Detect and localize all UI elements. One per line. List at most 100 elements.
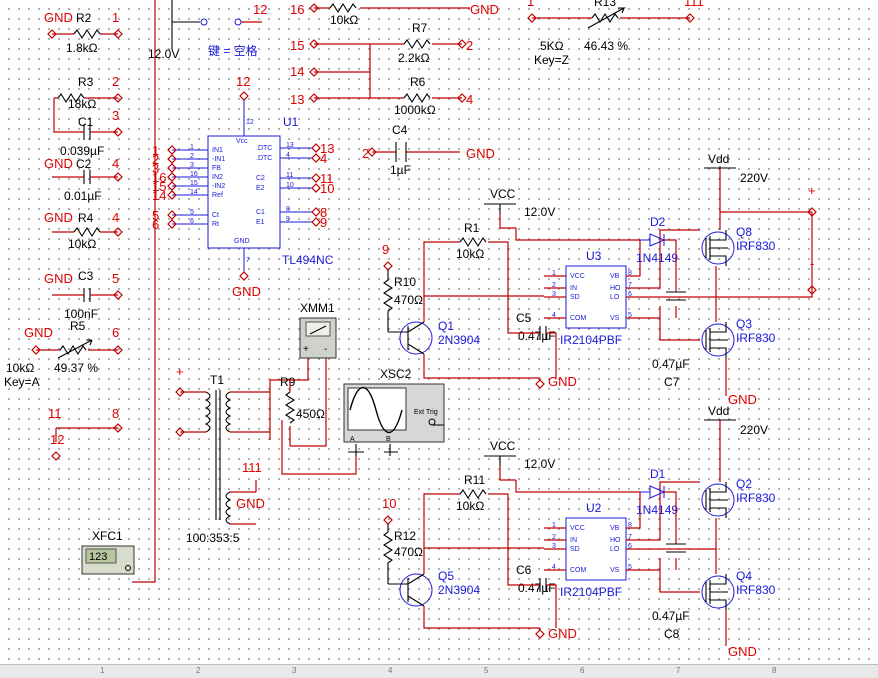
gnd-label: GND (236, 496, 265, 511)
node-1: 1 (112, 10, 119, 25)
t1-transformer[interactable]: + T1 111 GND 100:353:5 (175, 364, 270, 545)
wire (167, 190, 177, 200)
u1-gnd: GND (234, 238, 250, 245)
r2-name: R2 (76, 11, 92, 25)
xfc1-frequency-counter[interactable]: XFC1 123 (81, 529, 135, 575)
r5-key: Key=A (4, 375, 40, 389)
ir-pin-label: HO (610, 285, 621, 292)
vcc-voltage: 12.0V (524, 205, 555, 219)
wire (167, 219, 177, 229)
c1-capacitor[interactable]: C1 3 0.039µF (60, 108, 123, 158)
node-2: 2 (466, 38, 473, 53)
xsc2-oscilloscope[interactable]: XSC2 Ext Trig A B (281, 367, 445, 475)
top-resistor-16[interactable]: 16 10kΩ GND (290, 2, 499, 27)
ir-pin-label: IN (570, 285, 577, 292)
u1-pin-number: 6 (190, 218, 194, 225)
tl494-u1[interactable]: 12 12 U1 Vcc GND 7 GND TL494NC IN111-IN1… (152, 74, 334, 299)
svg-text:A: A (350, 436, 355, 443)
c5-value: 0.47µF (518, 329, 556, 343)
node-111: 111 (684, 0, 704, 9)
u1-pin12: 12 (246, 119, 254, 126)
r5-potentiometer[interactable]: GND R5 6 10kΩ 49.37 % Key=A (4, 319, 123, 389)
node-2: 2 (112, 74, 119, 89)
switch-voltage: 12.0V (148, 47, 179, 61)
ir-pin-number: 1 (552, 270, 556, 277)
xmm1-multimeter[interactable]: XMM1 + - (269, 301, 337, 447)
c4-value: 1µF (390, 163, 411, 177)
r2-resistor[interactable]: GND R2 1 1.8kΩ (44, 10, 123, 55)
u1-pin-number: 1 (190, 144, 194, 151)
r5-value: 10kΩ (6, 361, 34, 375)
u1-pin-label: .DTC (256, 145, 272, 152)
u1-node-label: 8 (320, 205, 327, 220)
c8-name: C8 (664, 627, 680, 641)
top-resistor-value: 10kΩ (330, 13, 358, 27)
d2-part: 1N4149 (636, 251, 678, 265)
node-12: 12 (236, 74, 250, 89)
wire (311, 153, 321, 163)
u1-pin-number: 8 (286, 206, 290, 213)
ruler-tick: 2 (196, 666, 201, 675)
ir-pin-number: 5 (628, 312, 632, 319)
gnd-label: GND (548, 626, 577, 641)
r6-resistor[interactable]: 13 R6 4 1000kΩ (290, 72, 473, 117)
wire (167, 181, 177, 191)
r13-potentiometer[interactable]: 1 R13 111 5KΩ 46.43 % Key=Z (527, 0, 704, 67)
u1-name: U1 (283, 115, 299, 129)
lower-driver-stage[interactable]: 10 R12 470Ω Q5 2N3904 R11 10kΩ VCC 12.0V… (382, 404, 776, 659)
c2-name: C2 (76, 157, 92, 171)
gnd-label: GND (44, 210, 73, 225)
key-space-switch[interactable]: 12 12.0V 键 = 空格 (148, 0, 267, 61)
node-11-12-jumper[interactable]: 11 8 12 (48, 406, 123, 461)
r13-value: 5KΩ (540, 39, 564, 53)
u1-left-pins: IN111-IN122FB33IN21616-IN21515Ref1414Ct5… (152, 143, 225, 232)
ir-pin-label: VS (610, 315, 620, 322)
r9-value: 450Ω (296, 407, 325, 421)
vdd-label: Vdd (708, 404, 729, 418)
c3-name: C3 (78, 269, 94, 283)
c8-value: 0.47µF (652, 609, 690, 623)
u1-pin-number: 3 (190, 162, 194, 169)
r7-resistor[interactable]: 15 R7 2 2.2kΩ (290, 21, 473, 72)
r7-name: R7 (412, 21, 428, 35)
gnd-label: GND (44, 271, 73, 286)
gnd-label: GND (728, 644, 757, 659)
c2-capacitor[interactable]: GND C2 4 0.01µF (44, 156, 123, 203)
gnd-label: GND (232, 284, 261, 299)
c1-name: C1 (78, 115, 94, 129)
r13-key: Key=Z (534, 53, 569, 67)
plus-label: + (176, 364, 184, 379)
ruler-tick: 7 (676, 666, 681, 675)
r3-resistor[interactable]: R3 2 18kΩ (53, 74, 123, 133)
wire (167, 163, 177, 173)
ir-pin-number: 7 (628, 282, 632, 289)
ruler-tick: 5 (484, 666, 489, 675)
ir-pin-number: 4 (552, 312, 556, 319)
ir-pin-label: COM (570, 315, 587, 322)
q4-type: IRF830 (736, 583, 776, 597)
node-111: 111 (242, 460, 262, 475)
wire (167, 172, 177, 182)
upper-driver-stage[interactable]: 9 R10 470Ω Q1 2N3904 R1 10kΩ VCC 12.0V C… (382, 152, 817, 407)
vdd-label: Vdd (708, 152, 729, 166)
ir-pin-number: 8 (628, 522, 632, 529)
u1-node-label: 2 (152, 152, 159, 167)
r1-value: 10kΩ (456, 247, 484, 261)
node-15: 15 (290, 38, 304, 53)
r9-resistor[interactable]: R9 450Ω (280, 375, 325, 446)
vdd-voltage: 220V (740, 423, 768, 437)
ruler-tick: 4 (388, 666, 393, 675)
r4-resistor[interactable]: GND R4 4 10kΩ (44, 210, 123, 251)
r9-name: R9 (280, 375, 296, 389)
node-14-15-link[interactable]: 14 (290, 64, 370, 79)
r2-value: 1.8kΩ (66, 41, 98, 55)
c6-name: C6 (516, 563, 532, 577)
c3-capacitor[interactable]: GND C3 5 100nF (44, 269, 123, 321)
xmm1-minus: - (324, 344, 327, 355)
switch-key: 键 = 空格 (208, 43, 258, 58)
u1-pin-label: Ref (212, 192, 223, 199)
rail-wire (132, 0, 156, 583)
c4-capacitor[interactable]: C4 2 GND 1µF (362, 123, 495, 177)
q2-type: IRF830 (736, 491, 776, 505)
